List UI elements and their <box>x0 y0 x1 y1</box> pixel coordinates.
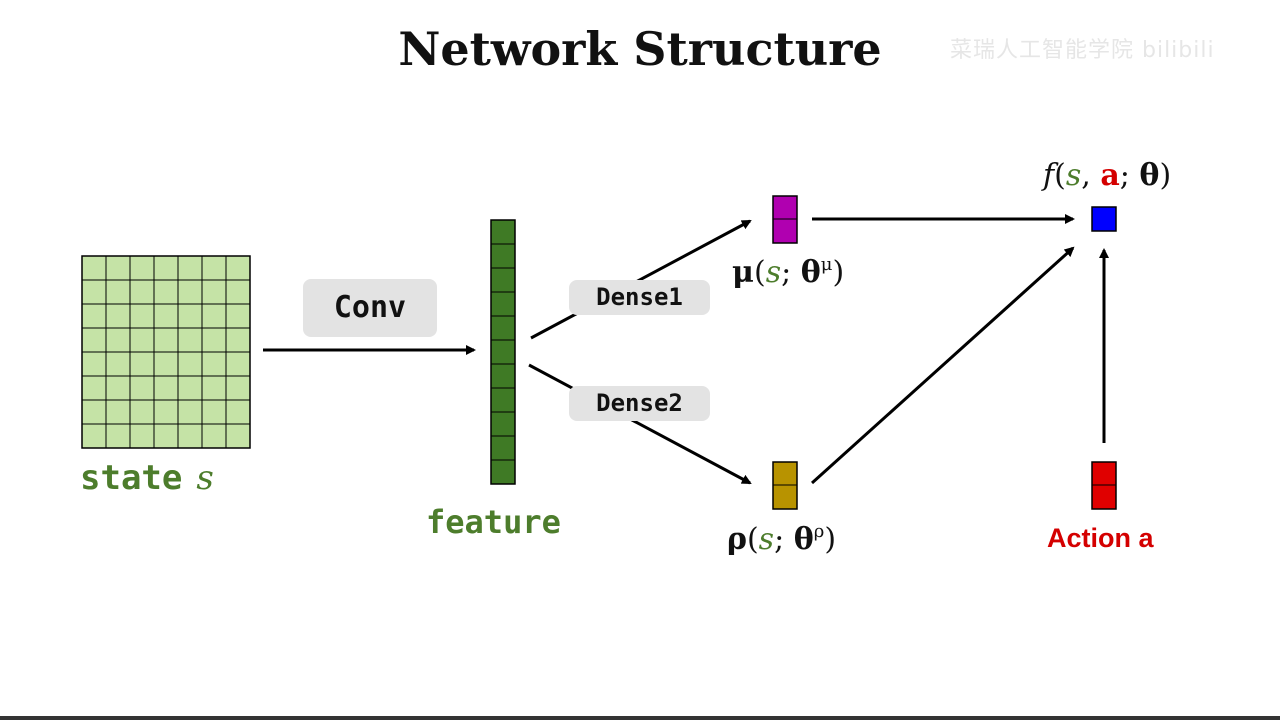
state-variable: s <box>196 458 214 498</box>
mu-vector <box>772 195 798 244</box>
rho-vector <box>772 461 798 510</box>
output-function-label: f(s, a; θ) <box>1043 158 1172 193</box>
page-title: Network Structure <box>398 22 882 76</box>
dense1-layer-label: Dense1 <box>569 280 710 315</box>
action-vector <box>1091 461 1117 510</box>
feature-vector <box>490 219 516 485</box>
dense2-arrow <box>528 363 752 485</box>
state-grid <box>81 255 251 449</box>
rho-to-output-arrow <box>810 246 1075 485</box>
feature-label: feature <box>426 503 561 541</box>
watermark: 菜瑞人工智能学院 bilibili <box>950 38 1215 63</box>
rho-label: ρ(s; θρ) <box>727 521 837 557</box>
state-word: state <box>80 458 183 498</box>
action-label: Action a <box>1047 523 1154 553</box>
mu-label: μ(s; θμ) <box>732 254 845 290</box>
bottom-bar <box>0 716 1280 720</box>
dense2-layer-label: Dense2 <box>569 386 710 421</box>
output-value <box>1091 206 1117 232</box>
conv-layer-label: Conv <box>303 279 437 337</box>
dense1-arrow <box>530 219 752 340</box>
